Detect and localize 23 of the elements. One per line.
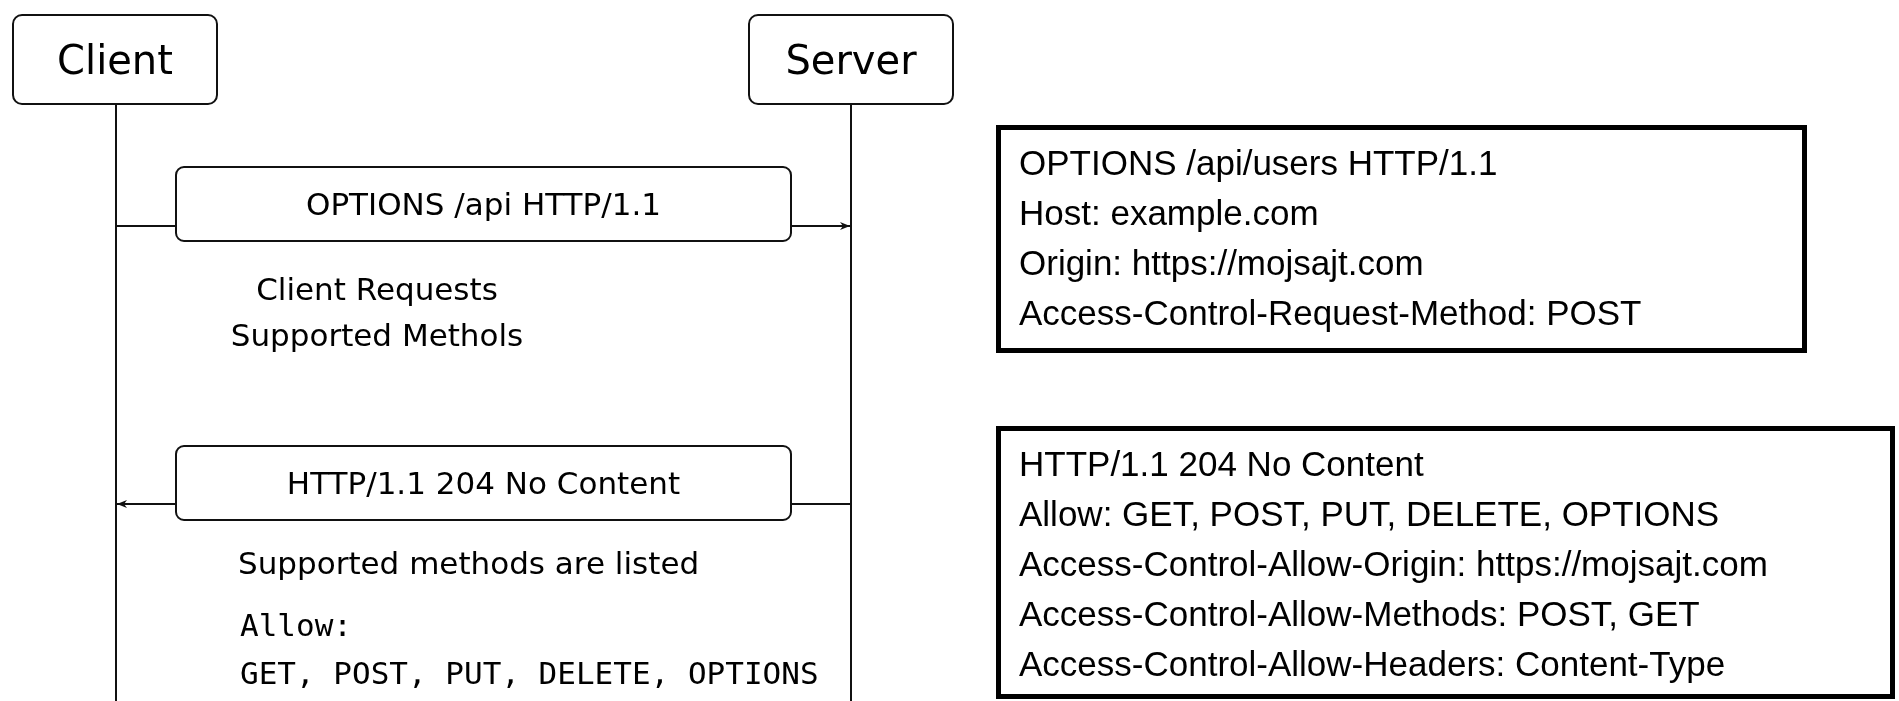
header-line: Access-Control-Allow-Headers: Content-Type: [1019, 643, 1727, 685]
arrow: [116, 500, 176, 508]
header-line: Allow: GET, POST, PUT, DELETE, OPTIONS: [1019, 493, 1721, 535]
arrow: [791, 222, 851, 230]
header-line: Access-Control-Allow-Origin: https://mojsajt.com: [1019, 543, 1769, 585]
header-line: Host: example.com: [1019, 192, 1320, 234]
http-message-box: [996, 125, 1807, 353]
start-line: OPTIONS /api/users HTTP/1.1: [1019, 142, 1499, 184]
start-line: HTTP/1.1 204 No Content: [1019, 443, 1425, 485]
connector-line: [791, 503, 851, 505]
header-line: Access-Control-Request-Method: POST: [1019, 292, 1643, 334]
header-line: Origin: https://mojsajt.com: [1019, 242, 1425, 284]
message-box: HTTP/1.1 204 No Content: [175, 445, 792, 521]
header-line: Access-Control-Allow-Methods: POST, GET: [1019, 593, 1701, 635]
message-box: OPTIONS /api HTTP/1.1: [175, 166, 792, 242]
http-message-box: [996, 426, 1895, 699]
code-text: Allow:: [240, 607, 352, 643]
participant-name: Server: [785, 36, 917, 83]
participant-name: Client: [57, 36, 173, 83]
code-text: GET, POST, PUT, DELETE, OPTIONS: [240, 655, 819, 691]
connector-line: [116, 225, 176, 227]
note-text: Supported methods are listed: [238, 545, 700, 581]
note-text: Client Requests Supported Methols: [229, 270, 525, 355]
